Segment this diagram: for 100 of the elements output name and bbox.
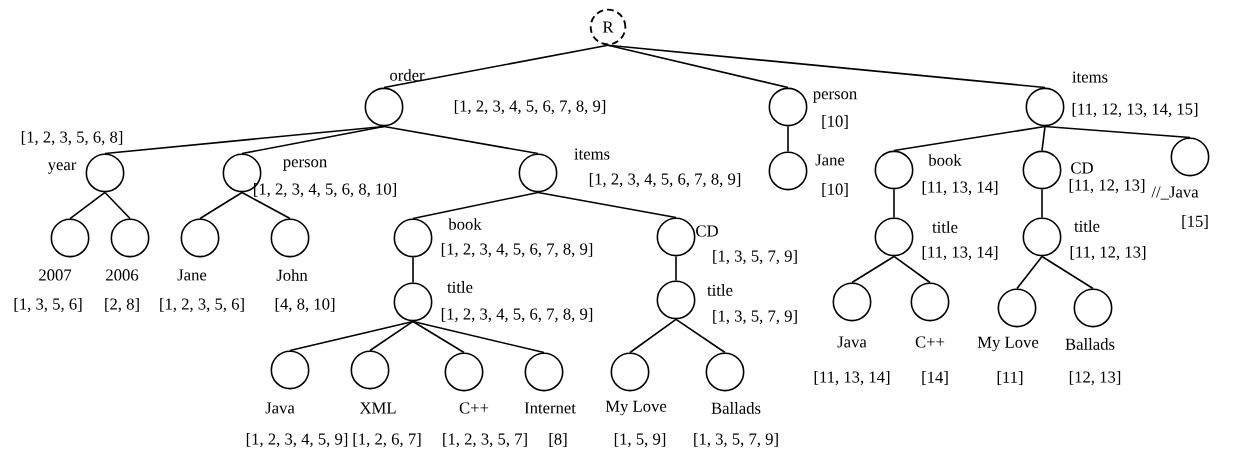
node-label: [1, 5, 9] bbox=[614, 432, 666, 448]
node-label: [1, 2, 3, 4, 5, 6, 7, 8, 9] bbox=[441, 307, 593, 323]
node-label: [1, 2, 6, 7] bbox=[353, 432, 421, 448]
node-label: [4, 8, 10] bbox=[275, 297, 335, 313]
node-label: items bbox=[574, 148, 610, 160]
node-label: [11, 13, 14] bbox=[922, 245, 998, 261]
node-label: Ballads bbox=[711, 402, 761, 414]
tree-node-circle bbox=[656, 217, 696, 257]
tree-node-circle bbox=[524, 352, 564, 392]
node-label: [1, 2, 3, 5, 6] bbox=[160, 297, 244, 313]
tree-edge bbox=[199, 191, 243, 220]
node-label: [8] bbox=[549, 433, 567, 447]
tree-edge bbox=[289, 320, 414, 352]
node-label: CD bbox=[696, 225, 718, 237]
node-label: [14] bbox=[922, 371, 948, 385]
tree-edge bbox=[537, 191, 677, 219]
tree-node-circle bbox=[1022, 217, 1062, 257]
tree-edge bbox=[1041, 188, 1043, 219]
node-label: person bbox=[813, 91, 857, 103]
tree-edge bbox=[1016, 255, 1043, 290]
tree-edge bbox=[629, 318, 677, 354]
tree-node-circle bbox=[393, 218, 433, 258]
node-label: [11, 12, 13, 14, 15] bbox=[1072, 102, 1198, 118]
tree-node-circle bbox=[874, 217, 914, 257]
tree-node-circle bbox=[180, 218, 220, 258]
tree-node-circle bbox=[110, 218, 150, 258]
node-label: [1, 2, 3, 5, 6, 8] bbox=[21, 130, 123, 146]
tree-edge bbox=[412, 256, 414, 284]
node-label: [1, 2, 3, 4, 5, 6, 7, 8, 9] bbox=[441, 242, 593, 258]
tree-node-circle bbox=[910, 282, 950, 322]
tree-node-circle bbox=[1073, 288, 1113, 328]
tree-edge bbox=[675, 318, 726, 354]
tree-node-circle bbox=[518, 153, 558, 193]
tree-node-circle bbox=[997, 288, 1037, 328]
node-label: [1, 3, 5, 6] bbox=[14, 297, 82, 313]
tree-edge bbox=[383, 125, 539, 155]
tree-edge bbox=[241, 191, 291, 220]
node-label: order bbox=[390, 69, 425, 81]
tree-edge bbox=[675, 255, 677, 282]
node-label: [11, 12, 13] bbox=[1070, 245, 1146, 261]
node-label: //_Java bbox=[1151, 186, 1199, 200]
tree-edge bbox=[412, 320, 465, 354]
tree-node-circle bbox=[832, 282, 872, 322]
tree-edge bbox=[893, 255, 931, 284]
tree-edge bbox=[412, 320, 545, 354]
tree-edge bbox=[1041, 255, 1094, 290]
tree-node-circle bbox=[874, 150, 914, 190]
node-label: [10] bbox=[822, 115, 848, 129]
node-label: title bbox=[707, 284, 733, 296]
tree-node-circle bbox=[350, 350, 390, 390]
node-label: Jane bbox=[177, 269, 207, 281]
node-label: Ballads bbox=[1065, 338, 1115, 350]
node-label: [1, 2, 3, 4, 5, 6, 7, 8, 9] bbox=[454, 99, 606, 115]
node-label: 2007 bbox=[39, 269, 72, 281]
tree-node-circle bbox=[705, 352, 745, 392]
tree-edge bbox=[787, 125, 789, 153]
node-label: My Love bbox=[977, 336, 1039, 352]
node-label: title bbox=[1074, 220, 1100, 232]
tree-edge bbox=[607, 44, 789, 89]
node-label: My Love bbox=[605, 400, 667, 416]
node-label: [1, 2, 3, 4, 5, 6, 7, 8, 9] bbox=[589, 172, 741, 188]
node-label: XML bbox=[359, 402, 396, 414]
node-label: [2, 8] bbox=[105, 297, 139, 313]
node-label: year bbox=[47, 162, 77, 174]
tree-node-circle bbox=[393, 282, 433, 322]
node-label: [10] bbox=[822, 183, 848, 197]
node-label: [11, 12, 13] bbox=[1069, 178, 1145, 194]
tree-node-circle bbox=[364, 87, 404, 127]
node-label: [1, 2, 3, 4, 5, 6, 8, 10] bbox=[254, 182, 396, 198]
tree-node-circle bbox=[50, 218, 90, 258]
tree-node-circle bbox=[768, 151, 808, 191]
node-label: [1, 3, 5, 7, 9] bbox=[694, 432, 778, 448]
node-label: title bbox=[447, 281, 473, 293]
tree-edge bbox=[369, 320, 414, 352]
node-label: [11] bbox=[997, 371, 1023, 385]
tree-node-circle bbox=[1170, 137, 1210, 177]
node-label: CD bbox=[1071, 162, 1093, 174]
node-label: book bbox=[928, 154, 962, 166]
tree-node-circle bbox=[656, 280, 696, 320]
tree-node-circle bbox=[610, 352, 650, 392]
tree-node-circle bbox=[270, 218, 310, 258]
tree-edge bbox=[893, 125, 1046, 152]
tree-edge bbox=[104, 191, 131, 220]
node-label: [11, 13, 14] bbox=[814, 370, 890, 386]
node-label: C++ bbox=[459, 402, 489, 414]
node-label: [1, 2, 3, 4, 5, 9] bbox=[246, 432, 348, 448]
node-label: title bbox=[932, 221, 958, 233]
tree-edge bbox=[241, 125, 385, 155]
tree-edge bbox=[412, 191, 539, 220]
tree-node-circle bbox=[444, 352, 484, 392]
tree-edge bbox=[1041, 125, 1046, 152]
tree-node-circle bbox=[1025, 87, 1065, 127]
tree-node-circle bbox=[768, 87, 808, 127]
node-label: [1, 3, 5, 7, 9] bbox=[713, 309, 797, 325]
node-label: Jane bbox=[815, 154, 845, 166]
tree-edge bbox=[851, 255, 895, 284]
tree-node-circle bbox=[1022, 150, 1062, 190]
node-label: book bbox=[448, 218, 482, 230]
node-label: C++ bbox=[915, 336, 945, 348]
node-label: [15] bbox=[1182, 215, 1208, 229]
